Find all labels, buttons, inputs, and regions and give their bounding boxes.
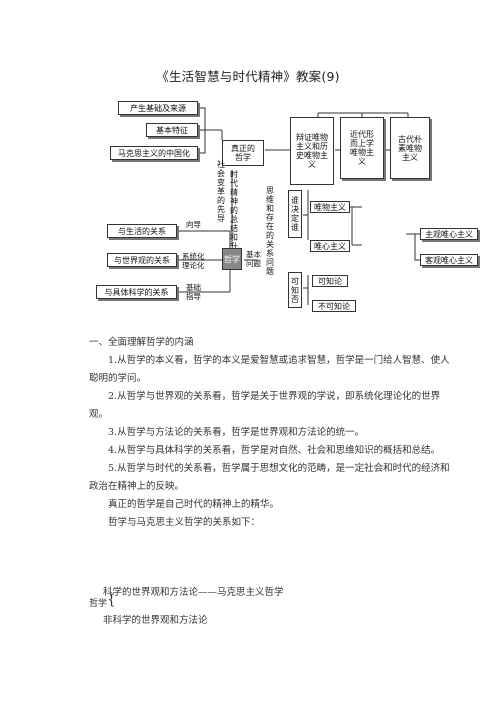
connector-lines bbox=[178, 107, 420, 305]
box-sinicization: 马克思主义的中国化 bbox=[110, 146, 198, 160]
vertical-vanguard: 社会变革的先导 bbox=[217, 160, 225, 223]
metaphysical-materialism-label: 近代形而上学唯物主义 bbox=[350, 130, 374, 166]
box-materialism: 唯物主义 bbox=[310, 201, 350, 213]
true-philosophy-label: 真正的哲学 bbox=[231, 144, 255, 162]
label-basic-question: 基本问题 bbox=[246, 250, 261, 268]
paragraph-1: 1.从哲学的本义看，哲学的本义是爱智慧或追求智慧，哲学是一门给人智慧、使人聪明的… bbox=[89, 355, 450, 384]
paragraph-7: 哲学与马克思主义哲学的关系如下： bbox=[108, 517, 261, 528]
paragraph-2: 2.从哲学与世界观的关系看，哲学是关于世界观的学说，即系统化理论化的世界观。 bbox=[89, 391, 441, 420]
vertical-essence: 时代精神的总结和升华 bbox=[230, 170, 238, 260]
naive-materialism-label: 古代朴素唯物主义 bbox=[398, 134, 422, 162]
box-relation-worldview: 与世界观的关系 bbox=[107, 253, 177, 267]
paragraph-6: 真正的哲学是自己时代的精神上的精华。 bbox=[108, 499, 280, 510]
label-foundation: 基础指导 bbox=[186, 283, 201, 301]
knowable-question-label: 可知否 bbox=[291, 276, 299, 304]
text-body: 一、全面理解哲学的内涵 1.从哲学的本义看，哲学的本义是爱智慧或追求智慧，哲学是… bbox=[89, 334, 451, 532]
dialectical-materialism-label: 辩证唯物主义和历史唯物主义 bbox=[296, 133, 328, 169]
box-metaphysical-materialism: 近代形而上学唯物主义 bbox=[340, 117, 384, 179]
box-basic-features: 基本特征 bbox=[146, 123, 198, 137]
paragraph-5: 5.从哲学与时代的关系看，哲学属于思想文化的范畴，是一定社会和时代的经济和政治在… bbox=[89, 463, 450, 492]
scientific-worldview-line: 科学的世界观和方法论——马克思主义哲学 bbox=[103, 587, 284, 598]
who-decides-label: 谁决定谁 bbox=[291, 196, 299, 232]
box-unknowable: 不可知论 bbox=[312, 300, 356, 312]
box-subjective-idealism: 主观唯心主义 bbox=[420, 228, 478, 240]
box-relation-life: 与生活的关系 bbox=[107, 224, 177, 238]
label-guide: 向导 bbox=[186, 220, 201, 229]
box-naive-materialism: 古代朴素唯物主义 bbox=[390, 117, 430, 179]
paragraph-3: 3.从哲学与方法论的关系看，哲学是世界观和方法论的统一。 bbox=[108, 427, 365, 438]
box-origin-source: 产生基础及来源 bbox=[118, 101, 198, 115]
center-philosophy: 哲学 bbox=[222, 248, 242, 270]
philosophy-brace: { bbox=[107, 592, 116, 608]
philosophy-label: 哲学 bbox=[89, 599, 108, 609]
box-idealism: 唯心主义 bbox=[310, 240, 350, 252]
box-true-philosophy: 真正的哲学 bbox=[222, 140, 264, 166]
paragraph-4: 4.从哲学与具体科学的关系看，哲学是对自然、社会和思维知识的概括和总结。 bbox=[108, 445, 441, 456]
label-systematic: 系统化理论化 bbox=[182, 252, 205, 270]
vertical-thinking-existence: 思维和存在的关系问题 bbox=[266, 186, 274, 276]
box-objective-idealism: 客观唯心主义 bbox=[420, 254, 478, 266]
page-title: 《生活智慧与时代精神》教案(9) bbox=[156, 69, 340, 84]
box-relation-science: 与具体科学的关系 bbox=[96, 285, 177, 299]
box-knowable-question: 可知否 bbox=[288, 272, 302, 308]
box-who-decides: 谁决定谁 bbox=[288, 190, 302, 238]
philosophy-mind-map: 产生基础及来源 基本特征 马克思主义的中国化 真正的哲学 时代精神的总结和升华 … bbox=[0, 0, 496, 330]
box-dialectical-materialism: 辩证唯物主义和历史唯物主义 bbox=[290, 117, 334, 185]
box-knowable: 可知论 bbox=[312, 275, 348, 287]
non-scientific-worldview-line: 非科学的世界观和方法论 bbox=[103, 615, 208, 626]
section-heading: 一、全面理解哲学的内涵 bbox=[89, 337, 194, 348]
